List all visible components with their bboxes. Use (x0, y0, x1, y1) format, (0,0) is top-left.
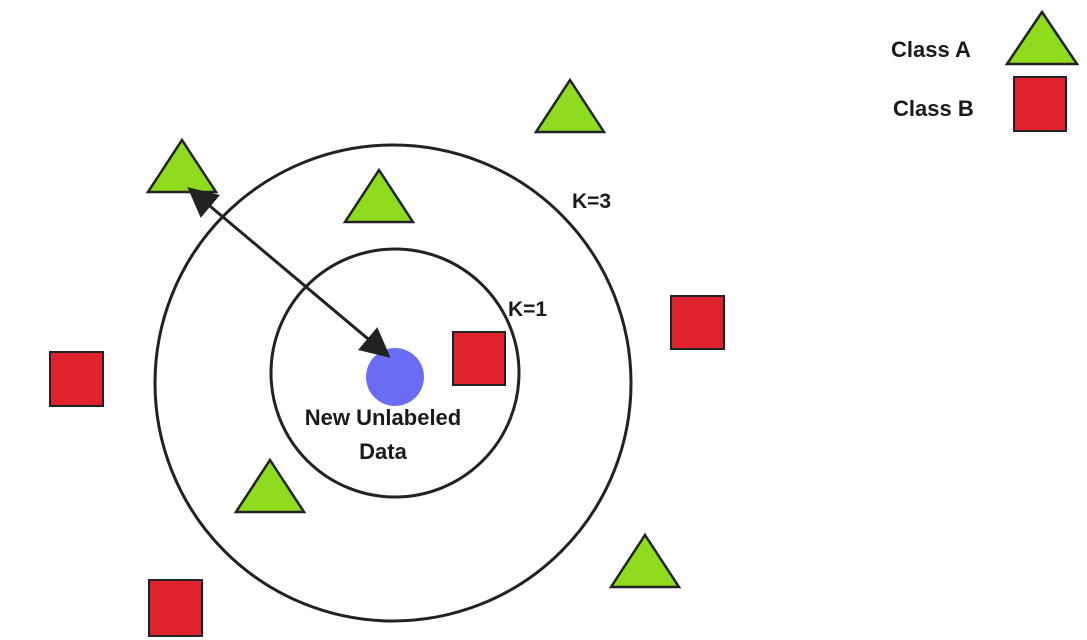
distance-arrow (187, 187, 391, 358)
k1-circle (269, 247, 521, 499)
legend-class-b-label: Class B (893, 96, 974, 121)
class-b-square (148, 579, 203, 637)
class-b-square (670, 295, 725, 350)
class-a-triangle (608, 532, 682, 589)
class-b-square (49, 351, 104, 407)
class-a-triangle (145, 137, 219, 194)
legend-class-a-label: Class A (891, 37, 971, 62)
class-a-triangle (233, 457, 307, 514)
k3-label: K=3 (572, 190, 611, 213)
class-a-triangle (533, 77, 607, 134)
k3-circle (153, 143, 633, 623)
class-b-square (452, 331, 506, 386)
legend-class-a-triangle-icon (1004, 9, 1080, 66)
class-a-triangle (342, 167, 416, 224)
new-data-label-line1: New Unlabeled (305, 405, 461, 430)
legend-class-b-square-icon (1013, 76, 1067, 132)
new-data-point (366, 348, 424, 406)
k1-label: K=1 (508, 298, 547, 321)
new-data-label-line2: Data (359, 439, 407, 464)
legend: Class A Class B (891, 9, 1080, 132)
